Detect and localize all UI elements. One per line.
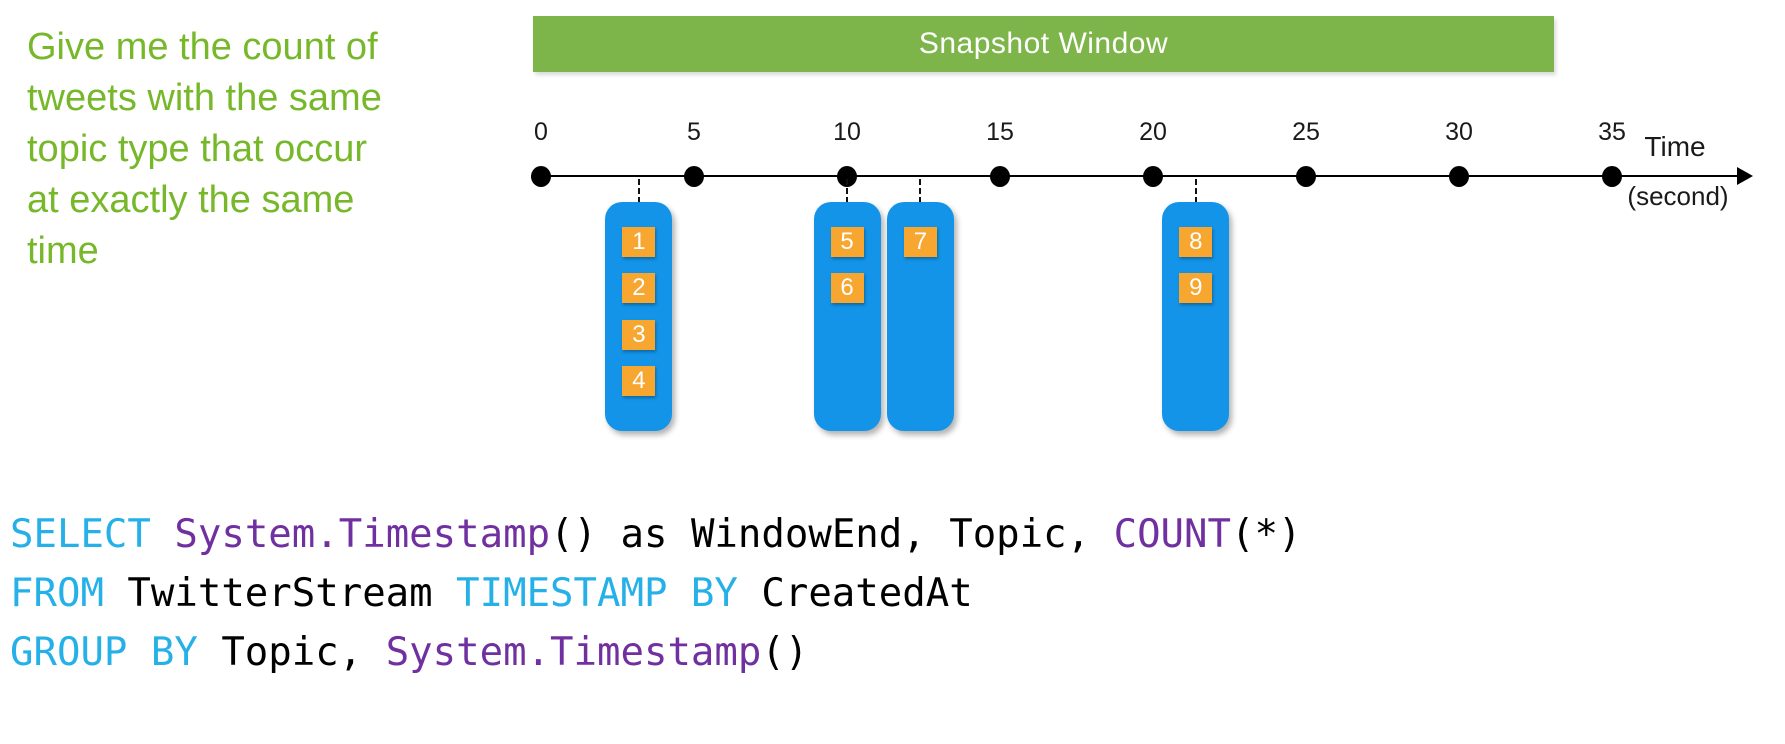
code-token-function: COUNT xyxy=(1113,512,1231,557)
event-box: 7 xyxy=(903,227,937,257)
code-token-keyword: FROM xyxy=(10,571,104,616)
event-box: 9 xyxy=(1179,273,1213,303)
event-group: 1 2 3 4 xyxy=(605,202,673,431)
code-token-function: System.Timestamp xyxy=(385,630,762,675)
event-drop-line xyxy=(846,179,848,203)
code-line: FROM TwitterStream TIMESTAMP BY CreatedA… xyxy=(10,564,1301,623)
code-token-keyword: SELECT xyxy=(10,512,151,557)
tick-label: 5 xyxy=(687,118,701,146)
event-box: 8 xyxy=(1179,227,1213,257)
code-token-plain: CreatedAt xyxy=(737,571,973,616)
event-box: 2 xyxy=(622,273,656,303)
event-drop-line xyxy=(919,179,922,203)
event-box: 6 xyxy=(830,273,864,303)
tick-dot xyxy=(990,166,1010,187)
event-box: 3 xyxy=(622,320,656,350)
tick-label: 30 xyxy=(1445,118,1473,146)
code-token-plain: (*) xyxy=(1231,512,1302,557)
event-drop-line xyxy=(1194,179,1197,203)
tick-label: 25 xyxy=(1292,118,1320,146)
tick-label: 10 xyxy=(833,118,861,146)
code-line: SELECT System.Timestamp() as WindowEnd, … xyxy=(10,505,1301,564)
event-box: 4 xyxy=(622,366,656,396)
tick-dot xyxy=(1296,166,1316,187)
tick-label: 15 xyxy=(986,118,1014,146)
code-token-function: System.Timestamp xyxy=(174,512,551,557)
code-token-keyword: GROUP BY xyxy=(10,630,198,675)
code-token-plain: () xyxy=(761,630,809,675)
event-box: 1 xyxy=(622,227,656,257)
code-token-plain: TwitterStream xyxy=(103,571,457,616)
tick-dot xyxy=(531,166,551,187)
tick-dot xyxy=(1602,166,1622,187)
tick-dot xyxy=(837,166,857,187)
snapshot-window-banner: Snapshot Window xyxy=(533,16,1554,72)
tick-dot xyxy=(684,166,704,187)
time-axis-unit-label: (second) xyxy=(1627,181,1729,211)
prompt-text: Give me the count of tweets with the sam… xyxy=(27,26,382,272)
event-box: 5 xyxy=(830,227,864,257)
sql-code-block: SELECT System.Timestamp() as WindowEnd, … xyxy=(10,505,1301,682)
event-drop-line xyxy=(637,179,640,203)
event-group: 7 xyxy=(886,202,954,431)
snapshot-window-label: Snapshot Window xyxy=(918,27,1169,60)
tick-label: 35 xyxy=(1598,118,1626,146)
tick-dot xyxy=(1449,166,1469,187)
time-axis-label: Time xyxy=(1644,131,1706,162)
code-token-plain: Topic, xyxy=(197,630,386,675)
tick-dot xyxy=(1143,166,1163,187)
tick-label: 0 xyxy=(534,118,548,146)
timeline-arrowhead-icon xyxy=(1737,167,1753,185)
timeline-axis xyxy=(541,175,1737,177)
tick-label: 20 xyxy=(1139,118,1167,146)
code-token-plain xyxy=(151,512,174,557)
code-token-keyword: TIMESTAMP BY xyxy=(456,571,738,616)
code-token-plain: () as WindowEnd, Topic, xyxy=(550,512,1114,557)
code-line: GROUP BY Topic, System.Timestamp() xyxy=(10,623,1301,682)
